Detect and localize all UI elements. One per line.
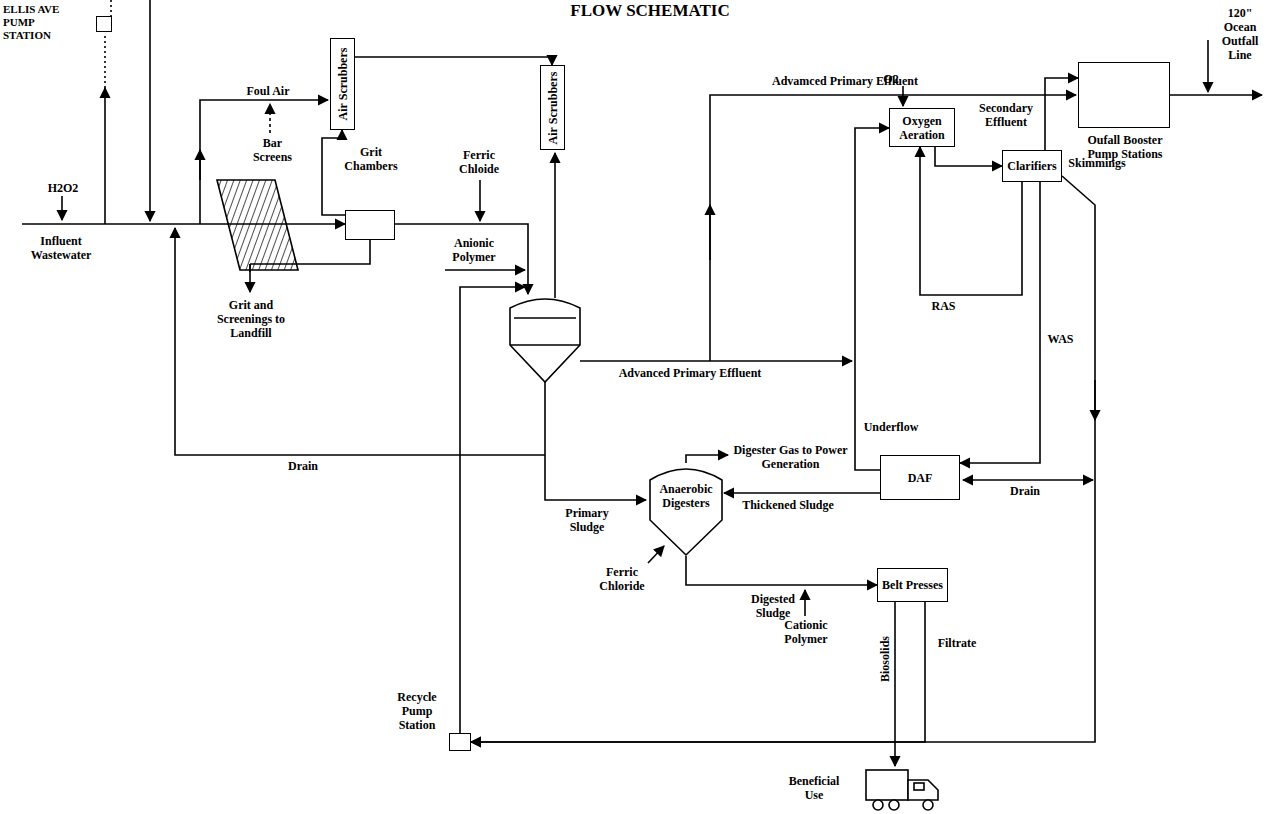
screen-symbol xyxy=(215,178,300,272)
flow-label: Anionic Polymer xyxy=(443,236,505,264)
flow-connector xyxy=(471,602,925,742)
flow-label: Cationic Polymer xyxy=(774,618,838,646)
node-heading: Grit Chambers xyxy=(341,145,401,173)
flow-connector xyxy=(960,182,1040,463)
truck xyxy=(866,770,938,810)
pump-station: Recycle Pump Station xyxy=(449,733,471,751)
flow-label: H2O2 xyxy=(46,181,80,195)
air-scrubber: Air Scrubbers xyxy=(330,38,355,130)
flow-connector xyxy=(322,130,345,215)
flow-label: Advanced Primary Effluent xyxy=(600,366,780,380)
node-heading: ELLIS AVE PUMP STATION xyxy=(3,3,67,42)
flow-label: Primary Sludge xyxy=(556,506,618,534)
flow-connector xyxy=(855,128,889,470)
process-box: Belt Presses xyxy=(877,568,948,602)
edge-label: WAS xyxy=(1043,332,1078,346)
node-label: Air Scrubbers xyxy=(546,71,560,144)
flow-connector xyxy=(1045,78,1078,150)
flow-connector xyxy=(935,147,1002,166)
flow-label: Grit and Screenings to Landfill xyxy=(210,298,292,340)
process-box: Oxygen Aeration xyxy=(889,108,955,147)
edge-label: Secondary Effluent xyxy=(972,101,1040,129)
anaerobic-digester: Anaerobic Digesters xyxy=(648,462,724,556)
flow-label: Drain xyxy=(283,459,323,473)
flow-label: Ferric Chloide xyxy=(448,148,510,176)
process-box: DAF xyxy=(880,455,960,500)
flow-label: Influent Wastewater xyxy=(20,234,102,262)
flow-connector xyxy=(300,223,345,225)
flow-label: Drain xyxy=(1005,484,1045,498)
edge-label: RAS xyxy=(926,299,961,313)
pump-station: ELLIS AVE PUMP STATION xyxy=(96,16,112,32)
flow-connector xyxy=(355,57,552,65)
node-label: Oxygen Aeration xyxy=(890,114,954,142)
flow-label: Biosolids xyxy=(878,627,892,691)
flow-label: Advamced Primary Effluent xyxy=(760,74,930,88)
flow-connector xyxy=(724,492,880,494)
process-box: Clarifiers xyxy=(1002,150,1062,182)
air-scrubber: Air Scrubbers xyxy=(540,65,565,150)
edge-label: Digested Sludge xyxy=(742,592,804,620)
flow-connector xyxy=(471,176,1095,742)
node-label: Clarifiers xyxy=(1007,159,1056,173)
flow-label: Digester Gas to Power Generation xyxy=(733,443,848,471)
flow-label: O2 xyxy=(880,72,902,86)
flow-connector xyxy=(686,556,877,585)
flow-label: Foul Air xyxy=(238,84,298,98)
flow-label: 120" Ocean Outfall Line xyxy=(1218,6,1262,62)
bar-screen: Bar Screens xyxy=(215,178,300,272)
node-heading: Recycle Pump Station xyxy=(388,690,446,732)
node-heading: Bar Screens xyxy=(245,136,300,164)
edge-label: Filtrate xyxy=(932,636,982,650)
node-label: Anaerobic Digesters xyxy=(652,482,720,510)
node-label: Belt Presses xyxy=(882,578,943,592)
edge-label: Thickened Sludge xyxy=(732,498,844,512)
flow-label: Skimmings xyxy=(1062,156,1132,170)
flow-label: Beneficial Use xyxy=(780,774,848,802)
booster-pump-station: Oufall Booster Pump Stations xyxy=(1078,62,1170,128)
edge-label: Underflow xyxy=(860,420,922,434)
node-label: DAF xyxy=(908,471,933,485)
grit-chamber: Grit Chambers xyxy=(345,210,395,240)
diagram-title: FLOW SCHEMATIC xyxy=(520,1,780,21)
node-label: Air Scrubbers xyxy=(336,48,350,121)
primary-clarifier xyxy=(510,299,580,382)
flow-label: Ferric Chloride xyxy=(594,565,650,593)
